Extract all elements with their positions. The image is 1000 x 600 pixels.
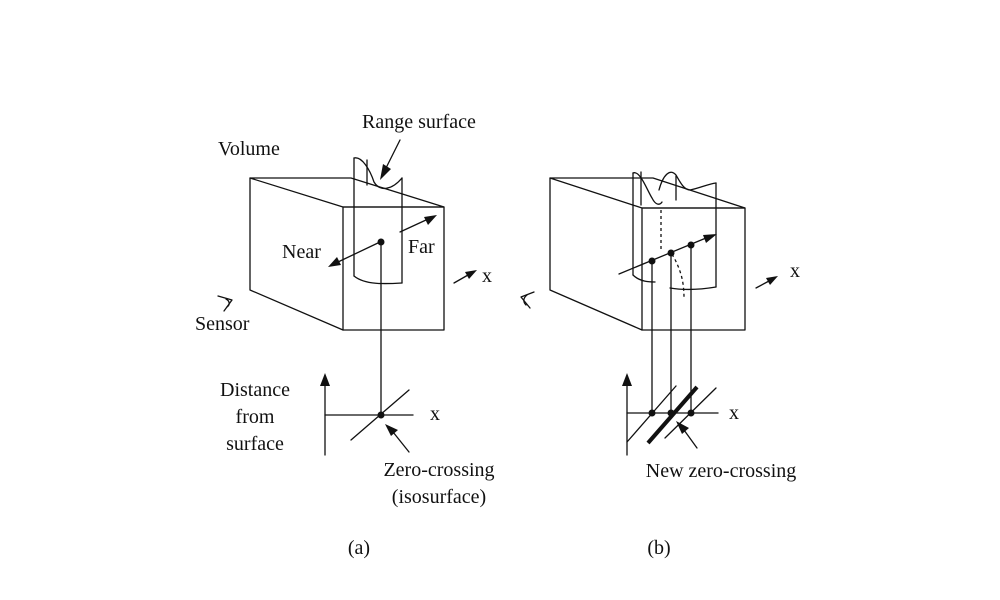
x-direction-arrow [453, 270, 477, 284]
volume-cube [249, 177, 445, 331]
plot-vertical-axis-arrowhead [320, 373, 330, 386]
label-near: Near [282, 241, 321, 263]
label-x-volume-b: x [790, 260, 800, 282]
label-zero-crossing-line-2: (isosurface) [392, 486, 486, 508]
range-surface-sheet-b-1 [632, 171, 663, 283]
label-range-surface: Range surface [362, 111, 476, 133]
label-zero-crossing-line-1: Zero-crossing [383, 459, 494, 481]
label-sensor: Sensor [195, 313, 250, 335]
caption-a: (a) [348, 537, 370, 559]
zero-crossing-point-b-2 [667, 409, 675, 417]
label-new-zero-crossing: New zero-crossing [646, 460, 797, 482]
zero-crossing-point [377, 411, 385, 419]
new-zero-crossing-pointer-arrow [676, 421, 698, 449]
label-distance-line-1: Distance [220, 379, 290, 401]
zero-crossing-pointer-arrow [385, 424, 410, 453]
cube-left-face-b [549, 177, 643, 331]
panel-b: x x New zero-crossing (b) [520, 171, 800, 559]
zero-crossing-point-b-1 [648, 409, 656, 417]
volume-cube-b [549, 177, 746, 331]
distance-plot [320, 373, 414, 456]
distance-plot-b [622, 373, 719, 456]
label-distance-line-3: surface [226, 433, 284, 455]
range-surface-top-edge [353, 157, 403, 189]
near-far-ray [328, 215, 437, 267]
hidden-edge-2 [671, 253, 685, 299]
sensor-eye-icon-b [520, 291, 535, 309]
range-surface-bottom-edge [353, 275, 403, 285]
cube-front-face [342, 206, 445, 331]
label-far: Far [408, 236, 435, 258]
x-direction-arrow-b [755, 276, 778, 289]
label-distance-line-2: from [236, 406, 275, 428]
cube-top-face-b [549, 177, 746, 209]
label-x-volume-a: x [482, 265, 492, 287]
caption-b: (b) [647, 537, 670, 559]
range-surface-sheet [353, 157, 403, 285]
cube-front-face-b [641, 207, 746, 331]
range-surface-pointer-arrow [380, 139, 401, 180]
range-surface-sheet-b-2 [658, 171, 717, 291]
label-volume: Volume [218, 138, 280, 160]
cube-left-face [249, 177, 344, 331]
label-x-plot-a: x [430, 403, 440, 425]
cube-top-face [249, 177, 445, 208]
zero-crossing-point-b-3 [687, 409, 695, 417]
label-x-plot-b: x [729, 402, 739, 424]
sensor-eye-icon [217, 295, 233, 312]
plot-vertical-axis-arrowhead-b [622, 373, 632, 386]
panel-a: Volume Range surface Near Far x Sensor D… [195, 111, 495, 559]
